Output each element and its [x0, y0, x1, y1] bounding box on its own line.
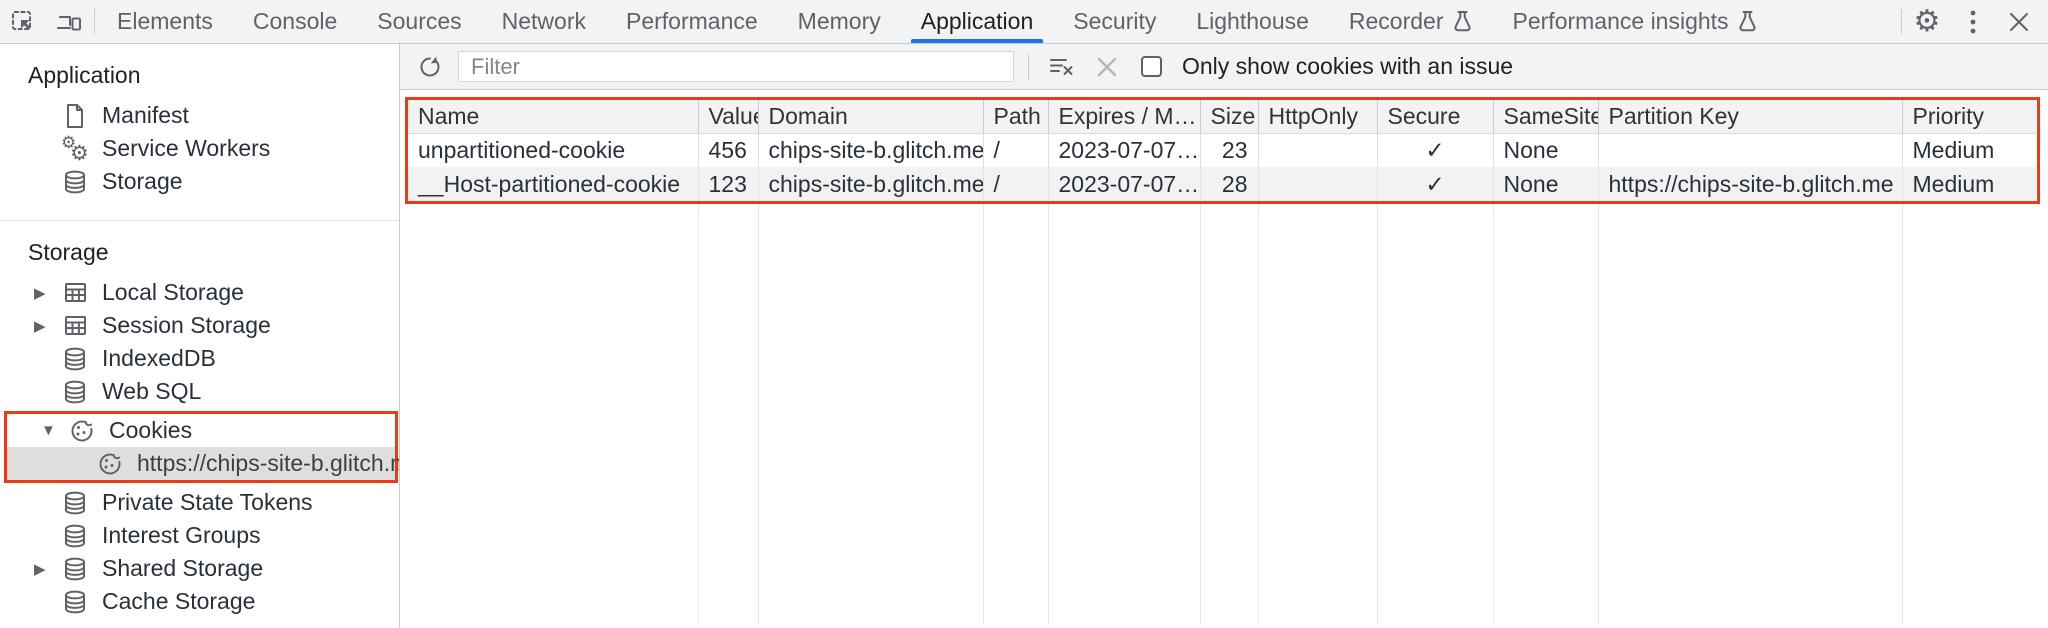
annotation-box-table: Name Value Domain Path Expires / M… Size… [405, 97, 2040, 204]
col-header-domain[interactable]: Domain [758, 100, 984, 134]
file-icon [60, 103, 90, 129]
flask-icon [1452, 10, 1473, 33]
sidebar-item-cookies[interactable]: ▼ Cookies [41, 417, 193, 444]
device-toolbar-icon[interactable] [46, 0, 92, 43]
database-icon [60, 379, 90, 405]
sidebar-item-service-workers[interactable]: ⚙⚙ Service Workers [61, 132, 271, 165]
table-icon [60, 313, 90, 338]
col-header-value[interactable]: Value [698, 100, 759, 134]
clear-filter-icon[interactable] [1043, 49, 1079, 85]
chevron-right-icon[interactable]: ▶ [34, 560, 46, 578]
chevron-right-icon[interactable]: ▶ [34, 317, 46, 335]
sidebar-section-application: Application [28, 62, 141, 88]
devtools-tab-bar: Elements Console Sources Network Perform… [0, 0, 2048, 44]
application-sidebar: Application Manifest ⚙⚙ Service Workers [0, 44, 400, 628]
close-icon[interactable] [1996, 0, 2042, 43]
cookie-table: Name Value Domain Path Expires / M… Size… [408, 100, 2036, 201]
sidebar-section-divider [0, 220, 399, 221]
cookie-table-area: Name Value Domain Path Expires / M… Size… [400, 90, 2048, 628]
database-icon [60, 556, 90, 582]
table-icon [60, 280, 90, 305]
secure-checkmark[interactable]: ✓ [1377, 167, 1494, 201]
database-icon [60, 490, 90, 516]
sidebar-item-manifest[interactable]: Manifest [0, 99, 399, 132]
database-icon [60, 169, 90, 195]
col-header-secure[interactable]: Secure [1377, 100, 1494, 134]
sidebar-item-private-state-tokens[interactable]: Private State Tokens [0, 486, 399, 519]
sidebar-section-storage: Storage [28, 239, 109, 265]
col-header-httponly[interactable]: HttpOnly [1258, 100, 1378, 134]
filter-input[interactable] [458, 51, 1014, 82]
table-row[interactable]: unpartitioned-cookie 456 chips-site-b.gl… [408, 133, 2036, 167]
inspect-icon[interactable] [0, 0, 46, 43]
refresh-icon[interactable] [412, 49, 448, 85]
database-icon [60, 346, 90, 372]
sidebar-item-session-storage[interactable]: ▶ Session Storage [34, 312, 271, 338]
tab-console[interactable]: Console [252, 8, 338, 34]
tab-network[interactable]: Network [501, 8, 586, 34]
tab-recorder[interactable]: Recorder [1329, 0, 1493, 43]
toolbar-divider [94, 9, 95, 34]
settings-gear-icon[interactable]: ⚙ [1913, 4, 1941, 38]
toolbar-divider [1028, 53, 1029, 80]
delete-x-icon[interactable] [1089, 49, 1125, 85]
cookie-icon [67, 418, 97, 444]
kebab-menu-icon[interactable] [1950, 0, 1996, 43]
sidebar-item-interest-groups[interactable]: Interest Groups [0, 519, 399, 552]
table-header-row: Name Value Domain Path Expires / M… Size… [408, 100, 2036, 134]
sidebar-item-cookie-origin[interactable]: https://chips-site-b.glitch.me [7, 447, 399, 480]
col-header-priority[interactable]: Priority [1902, 100, 2036, 134]
tab-security[interactable]: Security [1073, 8, 1157, 34]
cookies-toolbar: Only show cookies with an issue [400, 44, 2048, 90]
issue-filter-label: Only show cookies with an issue [1182, 53, 1514, 79]
sidebar-item-shared-storage[interactable]: ▶ Shared Storage [34, 555, 264, 582]
empty-grid-extension [408, 204, 2036, 624]
sidebar-item-local-storage[interactable]: ▶ Local Storage [34, 279, 244, 305]
tab-performance-insights[interactable]: Performance insights [1493, 0, 1778, 43]
chevron-down-icon[interactable]: ▼ [41, 422, 56, 439]
col-header-path[interactable]: Path [983, 100, 1049, 134]
database-icon [60, 589, 90, 615]
col-header-name[interactable]: Name [408, 100, 699, 134]
tab-elements[interactable]: Elements [117, 8, 213, 34]
toolbar-divider [1901, 9, 1902, 34]
sidebar-item-web-sql[interactable]: Web SQL [0, 375, 399, 408]
annotation-box-cookies: ▼ Cookies [4, 411, 399, 483]
database-icon [60, 523, 90, 549]
col-header-size[interactable]: Size [1200, 100, 1259, 134]
topbar-right-controls: ⚙ [1899, 0, 2048, 43]
sidebar-item-cache-storage[interactable]: Cache Storage [0, 585, 399, 618]
tab-performance[interactable]: Performance [626, 8, 758, 34]
cookie-icon [95, 451, 125, 477]
sidebar-item-indexeddb[interactable]: IndexedDB [0, 342, 399, 375]
col-header-expires[interactable]: Expires / M… [1048, 100, 1201, 134]
col-header-samesite[interactable]: SameSite [1493, 100, 1599, 134]
gears-icon: ⚙⚙ [61, 132, 89, 165]
secure-checkmark[interactable]: ✓ [1377, 133, 1494, 167]
tab-application[interactable]: Application [901, 0, 1054, 43]
tab-memory[interactable]: Memory [797, 8, 881, 34]
issue-filter-checkbox[interactable] [1141, 56, 1162, 77]
tab-sources[interactable]: Sources [377, 8, 462, 34]
col-header-partition-key[interactable]: Partition Key [1598, 100, 1903, 134]
tab-lighthouse[interactable]: Lighthouse [1196, 8, 1309, 34]
cookies-panel: Only show cookies with an issue Name Val… [400, 44, 2048, 628]
sidebar-item-storage[interactable]: Storage [0, 165, 399, 198]
panel-tabs: Elements Console Sources Network Perform… [97, 0, 1778, 43]
flask-icon [1737, 10, 1758, 33]
chevron-right-icon[interactable]: ▶ [34, 284, 46, 302]
table-row[interactable]: __Host-partitioned-cookie 123 chips-site… [408, 167, 2036, 201]
